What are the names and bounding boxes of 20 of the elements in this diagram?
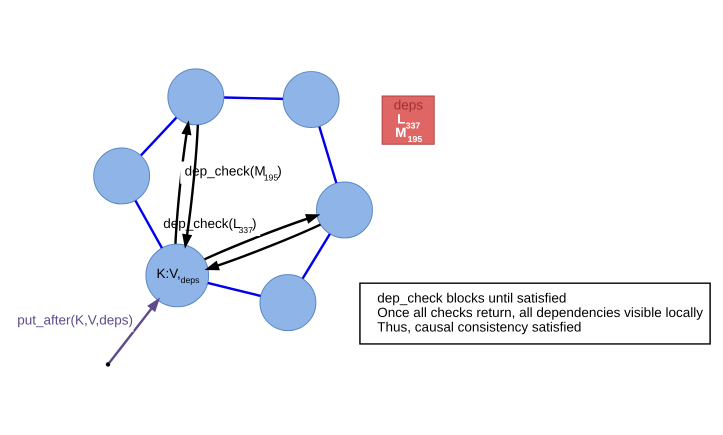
connector [224,96,283,100]
arrow [182,124,200,249]
node-circle [259,274,316,332]
connector [318,126,338,184]
arrow [204,223,321,270]
arrow [108,298,160,364]
edge-label: put_after(K,V,deps) [17,312,134,328]
node-box: dep_check blocks until satisfied Once all checks return, all dependencies visible locally Thus, causal consistency satisfied [359,282,711,345]
node-circle [93,147,150,204]
node-circle: K:V,$_{deps}$ [145,244,210,308]
node-circle [282,71,340,128]
arrow [174,120,192,244]
node-circle [316,182,373,238]
connector [140,116,178,156]
connector [208,282,261,298]
arrow [204,214,320,260]
node-circle [167,68,224,126]
connector [134,200,163,249]
connector [302,233,331,280]
node-box: deps L$_{337}$ M$_{195}$ [382,96,435,145]
